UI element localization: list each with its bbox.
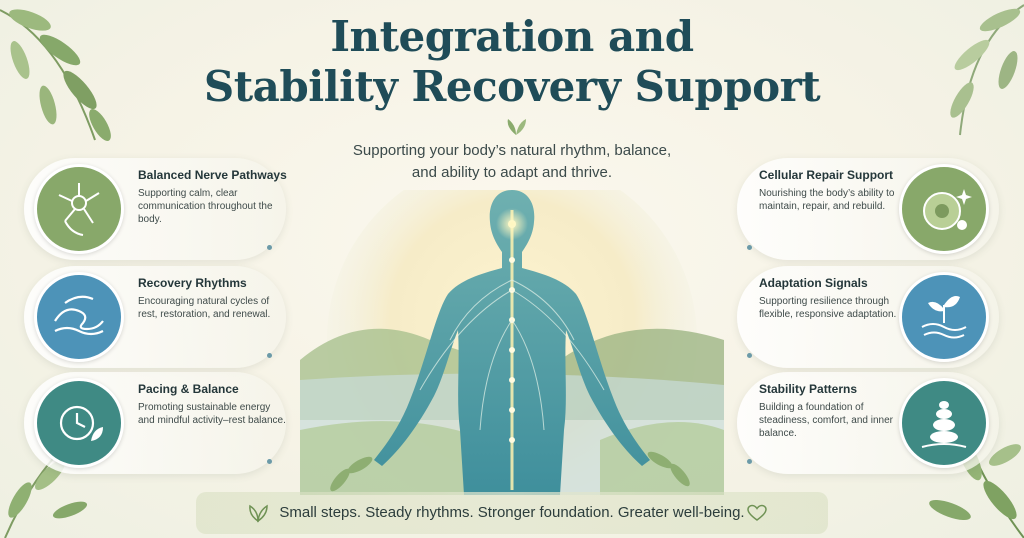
- card-description: Supporting calm, clear communication thr…: [138, 188, 273, 225]
- card-dot: [267, 459, 272, 464]
- card-text: Cellular Repair Support Nourishing the b…: [759, 168, 909, 213]
- neuron-icon: [58, 183, 100, 236]
- card-stability-patterns: Stability Patterns Building a foundation…: [737, 372, 999, 474]
- page-title: Integration and Stability Recovery Suppo…: [0, 12, 1024, 112]
- footer-banner: Small steps. Steady rhythms. Stronger fo…: [196, 492, 828, 534]
- sprout-water-icon: [921, 296, 967, 339]
- subtitle-line-1: Supporting your body’s natural rhythm, b…: [352, 142, 672, 159]
- card-text: Balanced Nerve Pathways Supporting calm,…: [138, 168, 288, 226]
- card-text: Adaptation Signals Supporting resilience…: [759, 276, 909, 321]
- clock-leaf-icon: [59, 405, 103, 441]
- card-title: Recovery Rhythms: [138, 276, 247, 290]
- card-dot: [267, 353, 272, 358]
- sprig-icon: [507, 119, 526, 135]
- card-recovery-rhythms: Recovery Rhythms Encouraging natural cyc…: [24, 266, 286, 368]
- card-title: Stability Patterns: [759, 382, 858, 396]
- card-text: Recovery Rhythms Encouraging natural cyc…: [138, 276, 288, 321]
- card-dot: [747, 245, 752, 250]
- card-dot: [267, 245, 272, 250]
- card-adaptation-signals: Adaptation Signals Supporting resilience…: [737, 266, 999, 368]
- card-icon-circle: [34, 378, 124, 468]
- card-title: Cellular Repair Support: [759, 168, 894, 182]
- card-text: Stability Patterns Building a foundation…: [759, 382, 909, 440]
- stacked-stones-icon: [921, 401, 967, 448]
- card-icon-circle: [899, 272, 989, 362]
- subtitle: Supporting your body’s natural rhythm, b…: [312, 140, 712, 184]
- card-dot: [747, 353, 752, 358]
- card-dot: [747, 459, 752, 464]
- card-title: Pacing & Balance: [138, 382, 239, 396]
- card-description: Encouraging natural cycles of rest, rest…: [138, 296, 271, 320]
- heart-icon: [747, 504, 767, 521]
- human-figure-illustration: [300, 190, 724, 495]
- title-line-2: Stability Recovery Support: [203, 62, 821, 111]
- card-description: Supporting resilience through flexible, …: [759, 296, 897, 320]
- card-cellular-repair-support: Cellular Repair Support Nourishing the b…: [737, 158, 999, 260]
- title-line-1: Integration and: [330, 12, 694, 61]
- cell-icon: [923, 189, 972, 230]
- card-icon-circle: [34, 164, 124, 254]
- leaf-icon: [249, 504, 268, 523]
- card-pacing-balance: Pacing & Balance Promoting sustainable e…: [24, 372, 286, 474]
- subtitle-line-2: and ability to adapt and thrive.: [411, 164, 613, 181]
- wave-icon: [54, 295, 104, 336]
- card-balanced-nerve-pathways: Balanced Nerve Pathways Supporting calm,…: [24, 158, 288, 260]
- footer-tagline: Small steps. Steady rhythms. Stronger fo…: [279, 504, 745, 521]
- card-text: Pacing & Balance Promoting sustainable e…: [138, 382, 288, 427]
- card-icon-circle: [899, 378, 989, 468]
- card-description: Building a foundation of steadiness, com…: [759, 402, 893, 439]
- card-icon-circle: [34, 272, 124, 362]
- card-description: Nourishing the body’s ability to maintai…: [759, 188, 895, 212]
- card-title: Balanced Nerve Pathways: [138, 168, 287, 182]
- card-icon-circle: [899, 164, 989, 254]
- card-description: Promoting sustainable energy and mindful…: [138, 402, 286, 426]
- card-title: Adaptation Signals: [759, 276, 868, 290]
